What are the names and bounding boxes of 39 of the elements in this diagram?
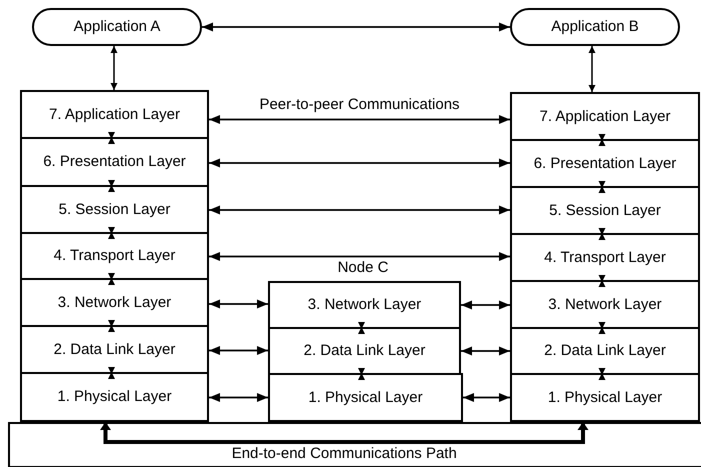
layer-label: 5. Session Layer (58, 200, 170, 218)
node-heading: Node C (338, 259, 388, 277)
layer-label: Application B (551, 18, 639, 36)
layer-box (268, 373, 463, 422)
application-box (510, 8, 680, 46)
layer-label: 7. Application Layer (540, 108, 670, 126)
layer-box (20, 137, 209, 187)
layer-label: Application A (74, 18, 160, 36)
layer-label: 3. Network Layer (548, 296, 662, 314)
layer-box (20, 325, 209, 374)
layer-box (20, 185, 209, 234)
layer-box (510, 327, 700, 375)
layer-box (510, 233, 700, 282)
layer-label: 7. Application Layer (49, 106, 180, 124)
layer-label: 6. Presentation Layer (534, 154, 676, 172)
layer-box (268, 327, 461, 375)
layer-box (510, 92, 700, 141)
layer-box (20, 232, 209, 280)
layer-label: 2. Data Link Layer (304, 342, 426, 360)
layer-label: 2. Data Link Layer (54, 340, 176, 358)
layer-label: 4. Transport Layer (544, 248, 666, 266)
layer-label: 6. Presentation Layer (43, 153, 186, 171)
layer-box (20, 372, 209, 422)
layer-label: 1. Physical Layer (57, 388, 172, 406)
layer-box (20, 278, 209, 327)
application-box (32, 8, 202, 46)
layer-box (20, 90, 209, 139)
layer-label: 1. Physical Layer (308, 388, 423, 406)
layer-label: 3. Network Layer (308, 296, 422, 314)
layer-box (268, 281, 461, 329)
layer-box (510, 373, 700, 422)
layer-label: 5. Session Layer (549, 202, 661, 220)
layer-label: 2. Data Link Layer (544, 342, 666, 360)
layer-label: 3. Network Layer (58, 294, 172, 312)
layer-box (510, 139, 700, 188)
layer-label: 1. Physical Layer (548, 388, 662, 406)
layer-box (510, 186, 700, 235)
layer-box (510, 280, 700, 329)
layer-label: 4. Transport Layer (54, 247, 176, 265)
